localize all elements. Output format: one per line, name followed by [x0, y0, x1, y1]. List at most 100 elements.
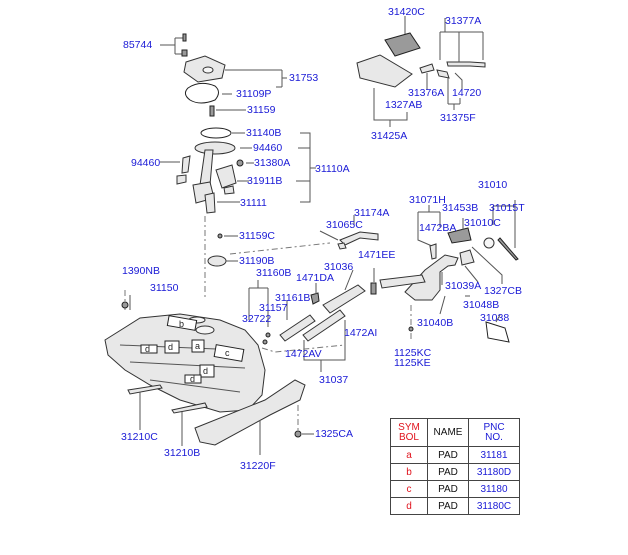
filler-pipe	[404, 254, 459, 301]
part-label-31040B[interactable]: 31040B	[417, 317, 454, 329]
part-label-1390NB[interactable]: 1390NB	[122, 265, 160, 277]
part-label-31110A[interactable]: 31110A	[315, 163, 350, 175]
part-label-31039A[interactable]: 31039A	[445, 280, 482, 292]
fuel-pump-cover-group	[160, 33, 287, 139]
part-label-94460-right[interactable]: 94460	[253, 142, 283, 154]
ring-gasket	[200, 127, 232, 139]
part-label-31210B[interactable]: 31210B	[164, 447, 201, 459]
hose-31036	[322, 284, 366, 314]
part-label-31015T[interactable]: 31015T	[489, 202, 525, 214]
filler-cap-housing	[447, 227, 472, 244]
cell-name: PAD	[427, 497, 469, 515]
part-label-31109P[interactable]: 31109P	[236, 88, 272, 100]
part-label-31377A[interactable]: 31377A	[445, 15, 482, 27]
header-symbol-line1: SYM	[398, 421, 420, 433]
part-label-31159C[interactable]: 31159C	[239, 230, 276, 242]
part-label-1327CB[interactable]: 1327CB	[484, 285, 522, 297]
part-label-31037[interactable]: 31037	[319, 374, 349, 386]
part-label-31453B[interactable]: 31453B	[442, 202, 479, 214]
fuel-pump-module	[160, 132, 316, 300]
part-label-31150[interactable]: 31150	[150, 282, 179, 294]
header-pnc: PNC NO.	[468, 418, 520, 447]
part-label-31380A[interactable]: 31380A	[254, 157, 291, 169]
part-label-31420C[interactable]: 31420C	[388, 6, 425, 18]
part-label-31911B[interactable]: 31911B	[247, 175, 283, 187]
tank-straps	[127, 379, 314, 455]
part-label-31376A[interactable]: 31376A	[408, 87, 445, 99]
part-label-31190B[interactable]: 31190B	[239, 255, 275, 267]
canister-group	[356, 16, 486, 127]
part-label-31038[interactable]: 31038	[480, 312, 510, 324]
part-label-31210C[interactable]: 31210C	[121, 431, 158, 443]
pad-marker-c: c	[213, 344, 245, 362]
under-cover-31220F	[194, 379, 306, 446]
header-pnc-line2: NO.	[485, 431, 503, 443]
part-label-94460-left[interactable]: 94460	[131, 157, 161, 169]
part-label-31065C[interactable]: 31065C	[326, 219, 363, 231]
part-label-31753[interactable]: 31753	[289, 72, 319, 84]
header-name: NAME	[427, 418, 469, 447]
canister-bracket	[356, 54, 413, 88]
part-label-31111[interactable]: 31111	[240, 197, 267, 209]
part-label-1471EE[interactable]: 1471EE	[358, 249, 396, 261]
part-label-31010[interactable]: 31010	[478, 179, 508, 191]
part-label-31036[interactable]: 31036	[324, 261, 354, 273]
part-label-1325CA[interactable]: 1325CA	[315, 428, 353, 440]
cell-pnc[interactable]: 31181	[468, 446, 520, 464]
part-label-31160B[interactable]: 31160B	[256, 267, 292, 279]
part-label-1125KE[interactable]: 1125KE	[394, 357, 431, 369]
bolt-icon	[182, 33, 187, 42]
pad-marker-b: b	[166, 315, 198, 331]
cell-name: PAD	[427, 446, 469, 464]
cell-pnc[interactable]: 31180	[468, 480, 520, 498]
part-label-1472AV[interactable]: 1472AV	[285, 348, 322, 360]
cell-pnc[interactable]: 31180C	[468, 497, 520, 515]
cell-pnc[interactable]: 31180D	[468, 463, 520, 481]
sender-plate	[207, 255, 227, 267]
part-label-31425A[interactable]: 31425A	[371, 130, 408, 142]
svg-text:c: c	[225, 348, 230, 358]
hose-31174A	[339, 231, 379, 246]
pad-marker-a: a	[191, 339, 205, 353]
part-label-31375F[interactable]: 31375F	[440, 112, 476, 124]
table-row: a PAD 31181	[390, 446, 520, 464]
filler-cap	[483, 237, 495, 249]
part-label-31071H[interactable]: 31071H	[409, 194, 446, 206]
bolt-icon	[209, 105, 215, 117]
part-label-1327AB[interactable]: 1327AB	[385, 99, 423, 111]
part-label-31048B[interactable]: 31048B	[463, 299, 500, 311]
cell-symbol: a	[390, 446, 428, 464]
table-row: b PAD 31180D	[390, 463, 520, 481]
cell-name: PAD	[427, 463, 469, 481]
part-label-1472BA[interactable]: 1472BA	[419, 222, 457, 234]
part-label-31220F[interactable]: 31220F	[240, 460, 276, 472]
header-symbol-line2: BOL	[398, 431, 419, 443]
part-label-1472AI[interactable]: 1472AI	[344, 327, 378, 339]
part-label-31010C[interactable]: 31010C	[464, 217, 501, 229]
part-label-31159[interactable]: 31159	[247, 104, 276, 116]
part-label-32722[interactable]: 32722	[242, 313, 272, 325]
filler-neck-group	[379, 200, 519, 343]
pad-marker-d3: d	[199, 364, 215, 378]
part-label-31161B[interactable]: 31161B	[275, 292, 311, 304]
canister	[384, 32, 421, 57]
part-label-31174A[interactable]: 31174A	[354, 207, 390, 219]
part-label-1125KC[interactable]: 1125KC	[394, 347, 432, 359]
table-row: d PAD 31180C	[390, 497, 520, 515]
svg-text:b: b	[179, 319, 184, 329]
pad-reference-table: SYM BOL NAME PNC NO. a PAD 31181 b PAD 3…	[390, 418, 520, 515]
part-label-31140B[interactable]: 31140B	[246, 127, 282, 139]
part-label-14720[interactable]: 14720	[452, 87, 482, 99]
part-label-85744[interactable]: 85744	[123, 39, 153, 51]
svg-text:d: d	[145, 344, 150, 354]
pad-31038	[485, 321, 510, 343]
svg-text:d: d	[190, 374, 195, 384]
bolt-icon	[181, 49, 188, 57]
header-symbol: SYM BOL	[390, 418, 428, 447]
cell-symbol: d	[390, 497, 428, 515]
part-label-1471DA[interactable]: 1471DA	[296, 272, 334, 284]
part-label-31157[interactable]: 31157	[259, 302, 288, 314]
svg-text:d: d	[203, 366, 208, 376]
